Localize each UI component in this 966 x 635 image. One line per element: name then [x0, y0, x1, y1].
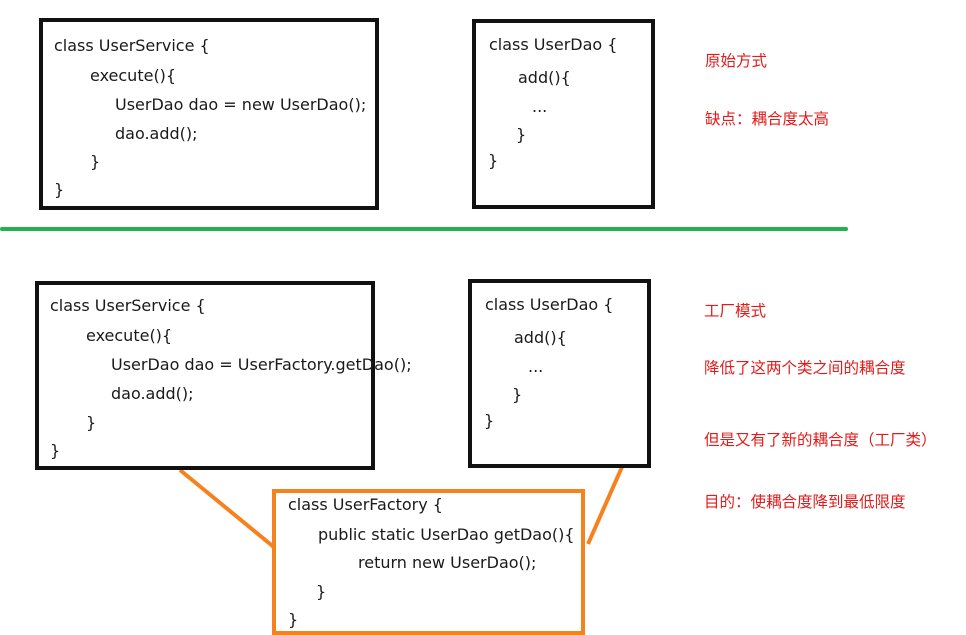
code-line: ...: [532, 97, 548, 116]
note-new-coupling: 但是又有了新的耦合度（工厂类）: [704, 431, 937, 449]
top-userservice-box: [39, 18, 379, 210]
code-line: }: [488, 151, 499, 170]
note-factory-pattern: 工厂模式: [704, 302, 767, 320]
code-line: }: [90, 152, 101, 171]
code-line: class UserFactory {: [288, 495, 443, 514]
note-reduced-coupling: 降低了这两个类之间的耦合度: [704, 359, 906, 377]
code-line: dao.add();: [111, 384, 194, 403]
code-line: }: [288, 610, 299, 629]
bottom-userservice-box: [35, 281, 375, 470]
userfactory-box: [272, 489, 585, 635]
code-line: public static UserDao getDao(){: [318, 525, 575, 544]
bottom-userdao-box: [468, 279, 651, 468]
section-divider: [0, 227, 848, 231]
code-line: class UserService {: [50, 296, 206, 315]
code-line: ...: [528, 357, 544, 376]
code-line: dao.add();: [115, 124, 198, 143]
code-line: add(){: [518, 68, 571, 87]
code-line: }: [516, 125, 527, 144]
code-line: }: [50, 441, 61, 460]
code-line: add(){: [514, 328, 567, 347]
code-line: class UserDao {: [489, 35, 618, 54]
top-userdao-box: [472, 19, 655, 209]
code-line: }: [484, 411, 495, 430]
note-original-approach: 原始方式: [705, 52, 768, 70]
connector-service-to-factory: [178, 468, 277, 550]
connector-dao-to-factory: [586, 466, 624, 545]
code-line: UserDao dao = new UserDao();: [115, 95, 367, 114]
code-line: }: [316, 582, 327, 601]
code-line: execute(){: [86, 326, 173, 345]
code-line: }: [512, 385, 523, 404]
note-drawback: 缺点：耦合度太高: [705, 110, 830, 128]
code-line: class UserService {: [54, 36, 210, 55]
code-line: return new UserDao();: [358, 553, 537, 572]
code-line: }: [86, 413, 97, 432]
note-goal: 目的：使耦合度降到最低限度: [704, 493, 906, 511]
code-line: UserDao dao = UserFactory.getDao();: [111, 355, 412, 374]
code-line: }: [54, 180, 65, 199]
code-line: class UserDao {: [485, 295, 614, 314]
code-line: execute(){: [90, 66, 177, 85]
